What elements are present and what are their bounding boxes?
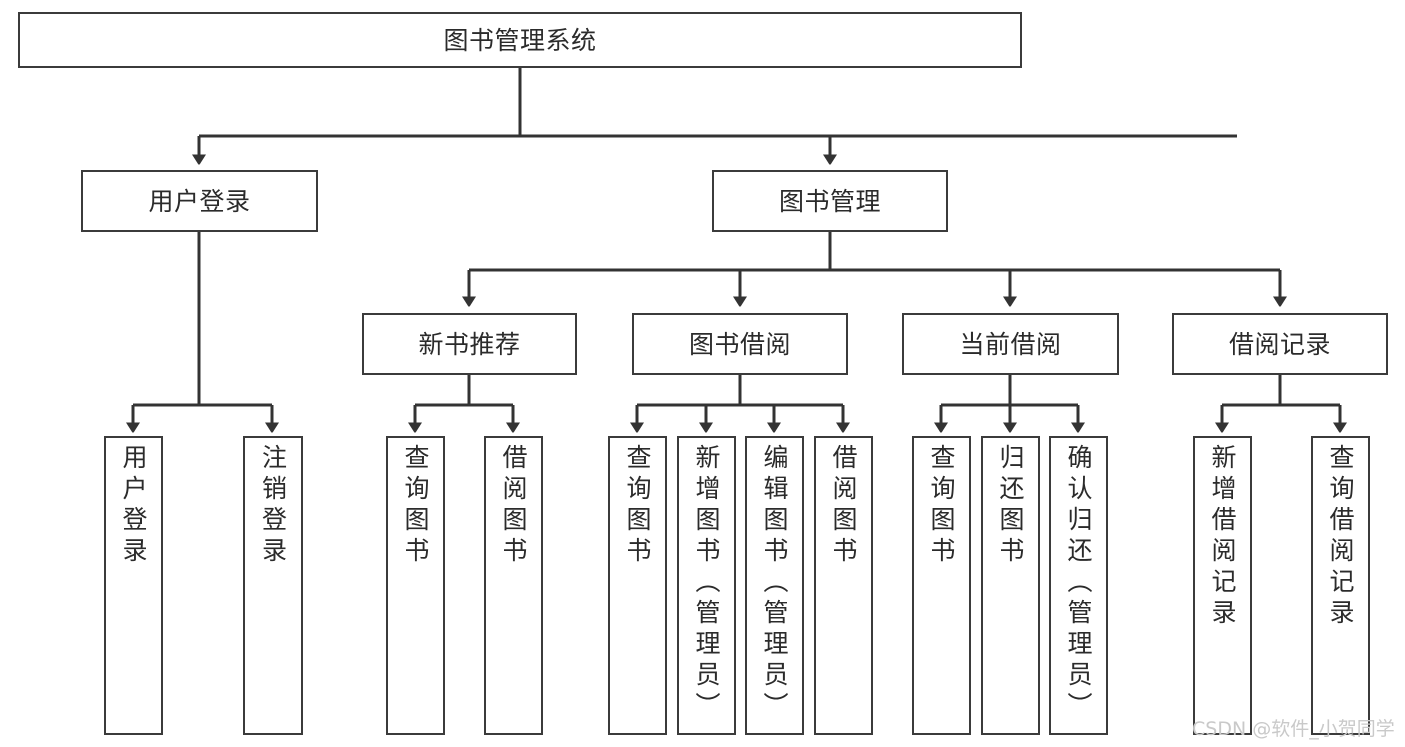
node-leaf-user-login-label: 用户登录 — [119, 444, 148, 568]
node-leaf-query-borrow-record[interactable]: 查询借阅记录 — [1311, 436, 1370, 735]
node-leaf-edit-book-admin-label: 编辑图书（管理员） — [760, 444, 789, 723]
node-leaf-query-book-1-label: 查询图书 — [401, 444, 430, 568]
node-new-book-recommend-label: 新书推荐 — [418, 329, 521, 359]
node-book-borrow[interactable]: 图书借阅 — [632, 313, 848, 375]
node-leaf-query-book-3-label: 查询图书 — [927, 444, 956, 568]
node-leaf-borrow-book-1[interactable]: 借阅图书 — [484, 436, 543, 735]
csdn-watermark: CSDN @软件_小贺同学 — [1192, 718, 1395, 740]
node-new-book-recommend[interactable]: 新书推荐 — [362, 313, 577, 375]
node-current-borrow[interactable]: 当前借阅 — [902, 313, 1119, 375]
node-user-login-label: 用户登录 — [148, 186, 251, 216]
node-leaf-edit-book-admin[interactable]: 编辑图书（管理员） — [745, 436, 804, 735]
node-leaf-add-borrow-record[interactable]: 新增借阅记录 — [1193, 436, 1252, 735]
node-leaf-user-login[interactable]: 用户登录 — [104, 436, 163, 735]
node-borrow-record-label: 借阅记录 — [1228, 329, 1331, 359]
node-leaf-add-book-admin[interactable]: 新增图书（管理员） — [677, 436, 736, 735]
node-leaf-confirm-return-admin[interactable]: 确认归还（管理员） — [1049, 436, 1108, 735]
node-book-management-label: 图书管理 — [778, 186, 881, 216]
node-leaf-query-book-2-label: 查询图书 — [623, 444, 652, 568]
node-leaf-query-book-1[interactable]: 查询图书 — [386, 436, 445, 735]
node-leaf-borrow-book-2[interactable]: 借阅图书 — [814, 436, 873, 735]
node-leaf-borrow-book-1-label: 借阅图书 — [499, 444, 528, 568]
node-leaf-add-book-admin-label: 新增图书（管理员） — [692, 444, 721, 723]
node-root[interactable]: 图书管理系统 — [18, 12, 1022, 68]
node-leaf-query-book-2[interactable]: 查询图书 — [608, 436, 667, 735]
node-book-borrow-label: 图书借阅 — [688, 329, 791, 359]
node-leaf-return-book-label: 归还图书 — [996, 444, 1025, 568]
node-leaf-logout-login-label: 注销登录 — [258, 444, 288, 568]
node-leaf-query-borrow-record-label: 查询借阅记录 — [1326, 444, 1355, 630]
node-leaf-logout-login[interactable]: 注销登录 — [243, 436, 303, 735]
node-leaf-confirm-return-admin-label: 确认归还（管理员） — [1064, 444, 1093, 723]
node-leaf-return-book[interactable]: 归还图书 — [981, 436, 1040, 735]
node-borrow-record[interactable]: 借阅记录 — [1172, 313, 1388, 375]
node-current-borrow-label: 当前借阅 — [959, 329, 1062, 359]
node-leaf-query-book-3[interactable]: 查询图书 — [912, 436, 971, 735]
node-leaf-add-borrow-record-label: 新增借阅记录 — [1208, 444, 1237, 630]
node-root-label: 图书管理系统 — [443, 25, 597, 55]
node-book-management[interactable]: 图书管理 — [712, 170, 948, 232]
node-user-login[interactable]: 用户登录 — [81, 170, 318, 232]
node-leaf-borrow-book-2-label: 借阅图书 — [829, 444, 858, 568]
